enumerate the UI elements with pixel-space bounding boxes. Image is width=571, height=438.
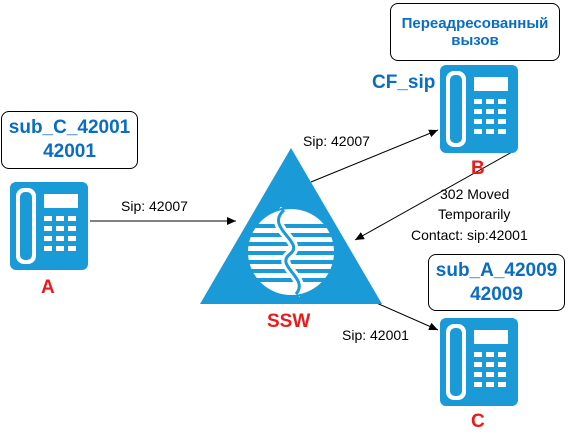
phone-c-icon	[440, 318, 518, 406]
arrow-b-to-ssw	[354, 151, 513, 241]
arrow-ssw-to-c	[371, 300, 439, 331]
phone-b-label: B	[471, 158, 485, 179]
sub-c-number: 42001	[43, 141, 96, 162]
redirected-call-box: Переадресованный вызов	[390, 3, 560, 61]
sub-c-name: sub_C_42001	[8, 117, 131, 138]
arrow-ssw-to-c-label: Sip: 42001	[342, 327, 409, 343]
arrow-b-to-ssw-label-3: Contact: sip:42001	[411, 227, 528, 243]
phone-b-icon	[440, 65, 518, 153]
redirected-call-line1: Переадресованный	[401, 15, 549, 32]
sub-c-box: sub_C_42001 42001	[1, 111, 138, 169]
phone-c-label: C	[471, 411, 485, 432]
sub-a-name: sub_A_42009	[435, 259, 558, 281]
arrow-ssw-to-b-label: Sip: 42007	[303, 133, 370, 149]
arrow-b-to-ssw-label-1: 302 Moved	[440, 186, 510, 202]
phone-a-icon	[10, 182, 88, 270]
ssw-label: SSW	[267, 311, 311, 332]
redirected-call-line2: вызов	[451, 32, 499, 49]
ssw-triangle-icon	[200, 148, 382, 304]
cf-sip-label: CF_sip	[372, 72, 436, 93]
arrow-ssw-to-b	[310, 129, 439, 183]
arrow-a-to-ssw-label: Sip: 42007	[121, 198, 188, 214]
arrow-b-to-ssw-label-2: Temporarily	[438, 206, 511, 222]
phone-a-label: A	[41, 277, 55, 298]
sub-a-number: 42009	[470, 283, 523, 305]
sub-a-box: sub_A_42009 42009	[428, 254, 565, 311]
